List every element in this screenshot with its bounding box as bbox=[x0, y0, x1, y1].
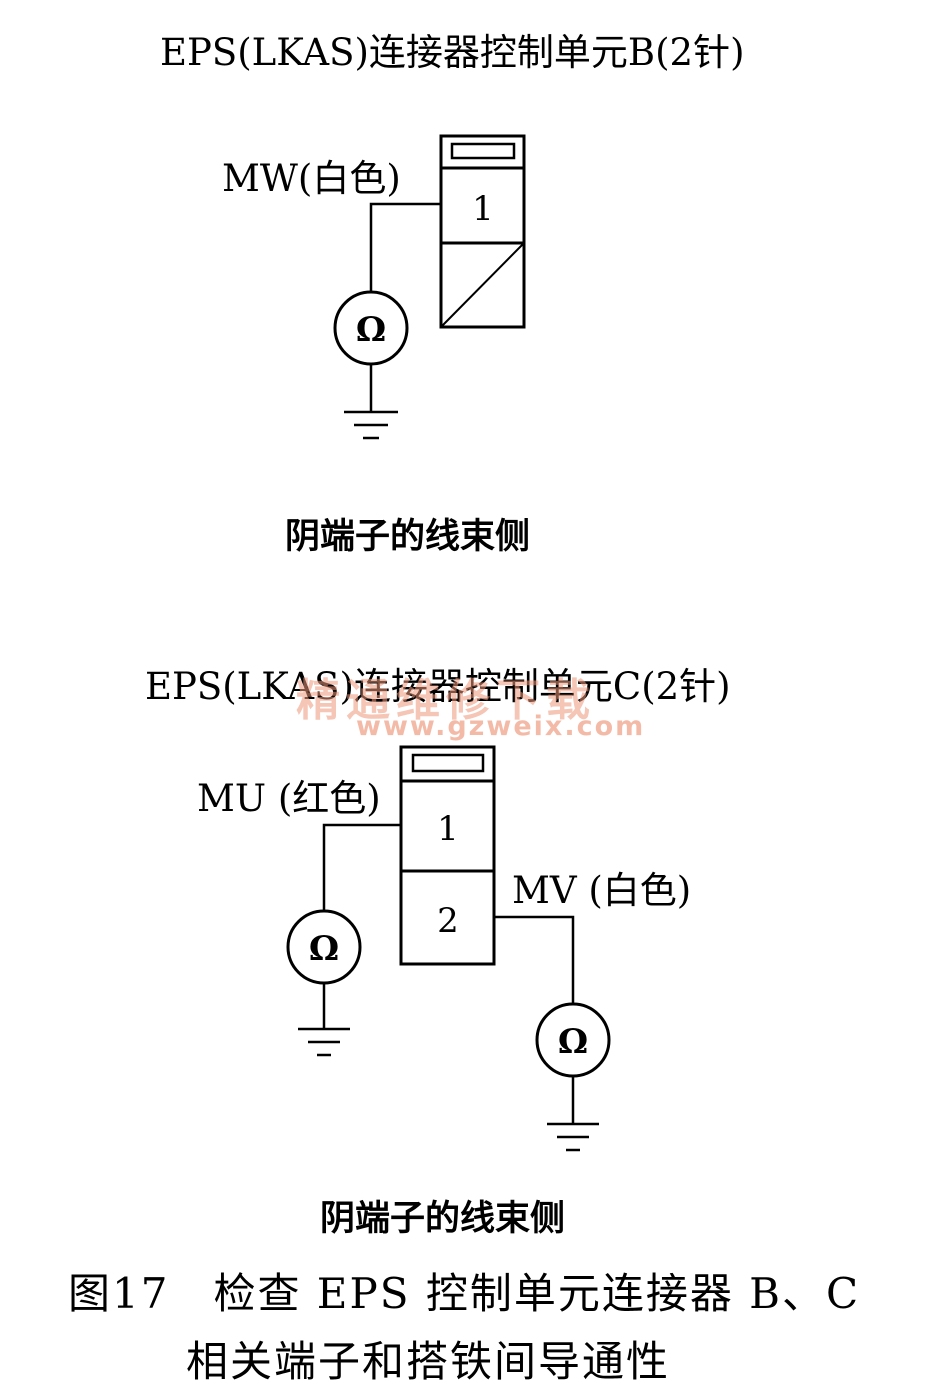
diagram-b-side-label: 阴端子的线束侧 bbox=[285, 517, 531, 557]
diagram-b-connector bbox=[439, 134, 526, 329]
diagram-b-wire-label-mw: MW(白色) bbox=[222, 157, 401, 200]
diagram-c-title: EPS(LKAS)连接器控制单元C(2针) bbox=[145, 665, 731, 708]
diagram-c-side-label: 阴端子的线束侧 bbox=[320, 1199, 566, 1239]
ohm-icon: Ω bbox=[356, 310, 386, 350]
ground-icon bbox=[344, 364, 398, 440]
ground-icon bbox=[547, 1076, 599, 1152]
diagram-c-wire-mv bbox=[494, 915, 575, 1004]
ohm-icon: Ω bbox=[309, 929, 339, 969]
diagram-c-wire-label-mv: MV (白色) bbox=[512, 869, 692, 912]
figure-caption-line-1: 图17 检查 EPS 控制单元连接器 B、C bbox=[68, 1269, 861, 1318]
diagram-c-latch bbox=[411, 753, 485, 773]
diagram-c-connector bbox=[399, 745, 496, 966]
ohm-icon: Ω bbox=[558, 1022, 588, 1062]
ground-icon bbox=[298, 983, 350, 1057]
diagram-b-pin-1: 1 bbox=[472, 189, 494, 229]
diagram-c-schematic: 1 2 Ω Ω bbox=[286, 745, 611, 1152]
diagram-c-wire-label-mu: MU (红色) bbox=[197, 777, 381, 820]
diagram-c-pin-1: 1 bbox=[437, 809, 459, 849]
diagram-b-wire bbox=[369, 202, 441, 292]
figure-caption-line-2: 相关端子和搭铁间导通性 bbox=[186, 1337, 671, 1386]
diagram-b-schematic: 1 Ω bbox=[333, 134, 526, 440]
watermark-url: www.gzweix.com bbox=[356, 711, 646, 742]
watermark-text: 精通维修下载 bbox=[296, 675, 596, 726]
diagram-c-pin-2: 2 bbox=[437, 901, 459, 941]
diagram-c-wire-mu bbox=[322, 823, 401, 912]
diagram-b-title: EPS(LKAS)连接器控制单元B(2针) bbox=[160, 31, 745, 74]
diagram-b-latch bbox=[450, 142, 516, 160]
